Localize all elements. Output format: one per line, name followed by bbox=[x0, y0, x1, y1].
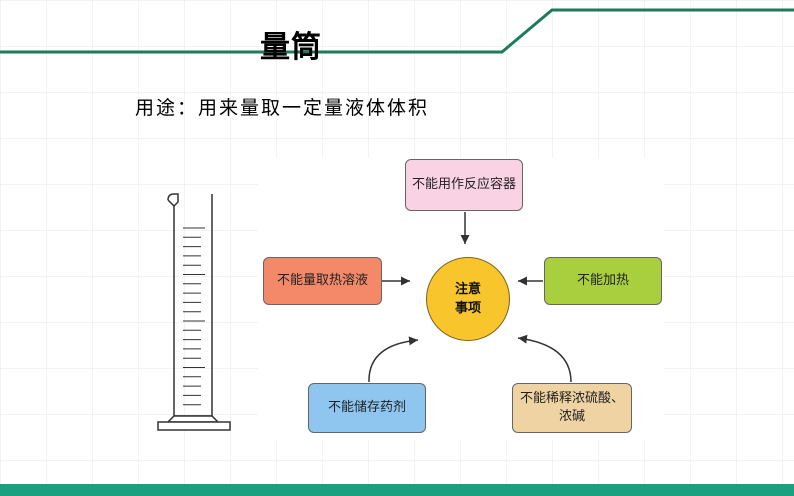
header-divider bbox=[0, 8, 794, 54]
node-right-label: 不能加热 bbox=[576, 273, 629, 289]
node-bottom-right-label-line1: 不能稀释浓硫酸、 bbox=[519, 391, 624, 407]
usage-text: 用途：用来量取一定量液体体积 bbox=[135, 97, 430, 119]
center-label-line1: 注意 bbox=[454, 281, 481, 297]
graduation-marks bbox=[183, 227, 205, 406]
center-node-precautions: 注意 事项 bbox=[426, 257, 510, 341]
node-top-label: 不能用作反应容器 bbox=[411, 177, 516, 193]
node-no-reaction-vessel: 不能用作反应容器 bbox=[405, 159, 523, 211]
node-no-hot-solution: 不能量取热溶液 bbox=[263, 257, 382, 305]
node-bottom-left-label: 不能储存药剂 bbox=[327, 400, 406, 416]
node-bottom-right-label-line2: 浓碱 bbox=[558, 409, 585, 424]
node-no-dilution: 不能稀释浓硫酸、 浓碱 bbox=[512, 383, 632, 433]
node-left-label: 不能量取热溶液 bbox=[276, 273, 368, 289]
center-label-line2: 事项 bbox=[454, 301, 481, 316]
graduated-cylinder-icon bbox=[157, 193, 231, 431]
node-no-storage: 不能储存药剂 bbox=[308, 383, 426, 433]
node-no-heating: 不能加热 bbox=[544, 257, 662, 305]
page-title: 量筒 bbox=[260, 30, 322, 65]
bottom-accent-bar bbox=[0, 484, 794, 496]
arrow-bottom-right bbox=[517, 334, 572, 383]
arrow-bottom-left bbox=[368, 336, 419, 383]
